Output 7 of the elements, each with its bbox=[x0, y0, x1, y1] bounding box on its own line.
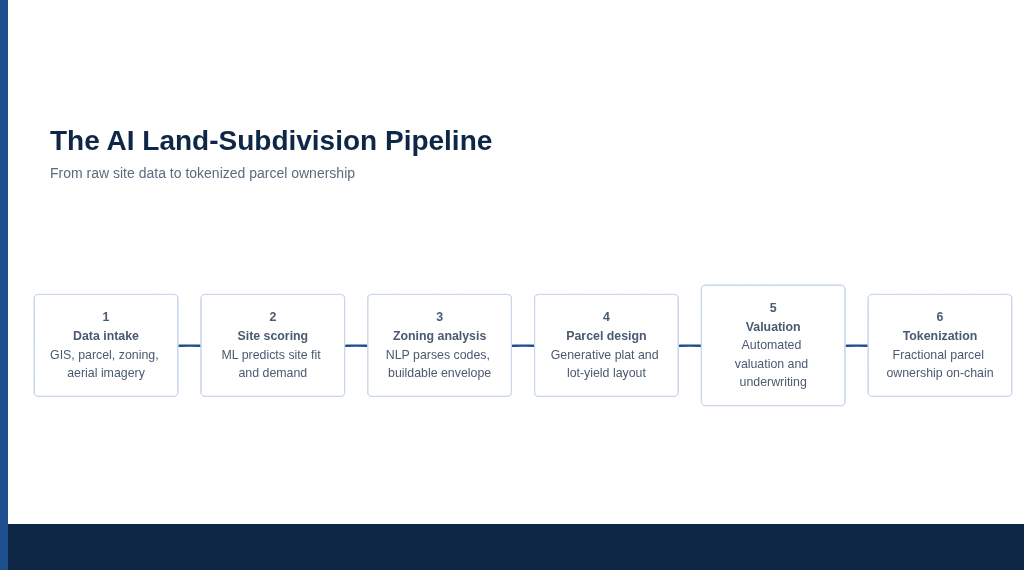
subtitle: From raw site data to tokenized parcel ownership bbox=[50, 165, 357, 181]
connector bbox=[511, 343, 535, 347]
connector bbox=[344, 343, 369, 347]
connector bbox=[678, 343, 702, 347]
title: The AI Land-Subdivision Pipeline bbox=[50, 125, 493, 157]
connector bbox=[178, 343, 202, 347]
connector bbox=[845, 343, 869, 347]
